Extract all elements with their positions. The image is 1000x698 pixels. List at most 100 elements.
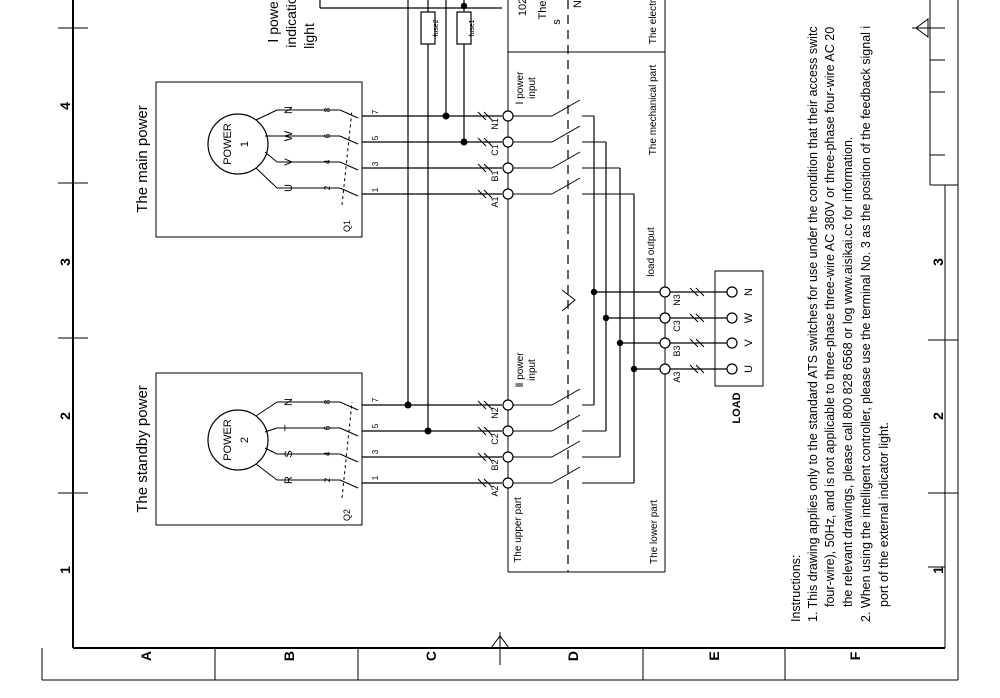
mechanism-arrow: [561, 289, 576, 312]
zone-letter: A: [138, 651, 154, 661]
indicator-light-circuit: Ⅰ powe indicatio light fuse2 fuse1: [265, 0, 502, 435]
standby-terminal-number: 7: [371, 397, 380, 402]
standby-power-motor: [207, 409, 269, 471]
terminal-label: N1: [490, 118, 500, 130]
standby-terminal-number: 4: [323, 451, 332, 456]
standby-terminal-number: 5: [371, 423, 380, 428]
upper-part-label: The upper part: [513, 497, 524, 563]
ats-switch-body: [507, 0, 666, 573]
indicator-label-line: Ⅰ powe: [265, 1, 281, 43]
main-power-block: The main power POWER 1 U V W N 2 4 6 8 Q…: [134, 81, 380, 238]
terminal-label: A3: [672, 371, 682, 382]
zone-digit: 2: [57, 412, 73, 420]
instructions-block: Instructions: 1. This drawing applies on…: [789, 26, 891, 622]
instruction-line: four-wire), 50Hz, and is not applicable …: [823, 27, 837, 607]
main-power-feed-wires: [362, 115, 502, 195]
fuse1-label: fuse1: [469, 19, 476, 36]
drawing-frame: [41, 0, 959, 681]
terminal-label: A2: [490, 485, 500, 496]
main-terminal-number: 8: [323, 107, 332, 112]
standby-terminal-number: 2: [323, 477, 332, 482]
instructions-heading: Instructions:: [789, 555, 803, 622]
fragment-text: s: [551, 19, 563, 25]
ats-labels: Ⅰ power input Ⅱ power input load output …: [513, 0, 660, 564]
main-terminal-number: 1: [371, 187, 380, 192]
zone-letter: F: [847, 651, 863, 660]
frame-top-digits: 4 3 2 1: [57, 102, 73, 574]
ats-top-fragment: 102 The s N: [517, 0, 584, 25]
terminal-label: B1: [490, 170, 500, 181]
fuse1-symbol: [456, 11, 472, 45]
indicator-label-line: indicatio: [283, 0, 299, 48]
zone-digit: 4: [57, 102, 73, 110]
frame-right-digits: 3 2 1: [930, 258, 946, 574]
power1-input-label: Ⅰ power: [515, 71, 526, 105]
ats-output-terminals: A3 B3 C3 N3: [659, 286, 682, 383]
standby-terminal-number: 1: [371, 475, 380, 480]
terminal-label: N3: [672, 294, 682, 306]
zone-letter: E: [706, 651, 722, 660]
main-motor-number: 1: [239, 141, 251, 147]
instruction-line: the relevant drawings, please call 800 8…: [841, 137, 855, 607]
terminal-label: N2: [490, 407, 500, 419]
main-terminal-number: 6: [323, 133, 332, 138]
standby-motor-number: 2: [239, 437, 251, 443]
ats-switch-contacts-2: [513, 388, 634, 484]
standby-motor-label: POWER: [222, 419, 234, 461]
zone-digit: 1: [930, 566, 946, 574]
main-power-motor: [207, 113, 269, 175]
indicator-label-line: light: [301, 23, 317, 49]
fuse2-label: fuse2: [433, 19, 440, 36]
fragment-text: N: [572, 0, 584, 8]
terminal-label: B3: [672, 345, 682, 356]
ats-switch-contacts-1: [513, 99, 634, 195]
standby-breaker-label: Q2: [342, 509, 352, 521]
wire-break-marks: [477, 111, 493, 488]
terminal-label: A1: [490, 196, 500, 207]
load-output-label: load output: [646, 227, 657, 277]
main-power-title: The main power: [134, 105, 151, 213]
frame-bottom-letters: A B C D E F: [138, 651, 863, 661]
standby-power-title: The standby power: [134, 385, 151, 513]
fragment-text: 102: [517, 0, 529, 16]
ats-input-terminals-1: A1 B1 C1 N1: [490, 110, 514, 208]
power2-input-label: Ⅱ power: [515, 352, 526, 388]
main-terminal-number: 2: [323, 185, 332, 190]
ats-output-bus: [561, 116, 660, 483]
zone-digit: 2: [930, 412, 946, 420]
terminal-label: B2: [490, 459, 500, 470]
load-phase-label: N: [743, 288, 755, 296]
terminal-label: C3: [672, 320, 682, 332]
zone-digit: 3: [57, 258, 73, 266]
main-terminal-number: 7: [371, 109, 380, 114]
load-title: LOAD: [731, 392, 743, 423]
load-phase-label: U: [743, 365, 755, 373]
zone-digit: 1: [57, 566, 73, 574]
main-terminal-number: 5: [371, 135, 380, 140]
main-terminal-number: 4: [323, 159, 332, 164]
instruction-line: 1. This drawing applies only to the stan…: [806, 26, 820, 622]
center-mark-right: [912, 18, 945, 38]
standby-power-block: The standby power POWER 2 R S T N 2 4 6 …: [134, 372, 380, 526]
terminal-label: C1: [490, 144, 500, 156]
fuse2-symbol: [420, 11, 436, 45]
main-motor-label: POWER: [222, 123, 234, 165]
instruction-line: port of the external indicator light.: [877, 422, 891, 607]
standby-power-feed-wires: [362, 404, 502, 484]
fragment-text: The: [537, 1, 549, 20]
zone-letter: D: [565, 651, 581, 661]
zone-letter: C: [423, 651, 439, 661]
zone-letter: B: [281, 651, 297, 661]
main-breaker-label: Q1: [342, 220, 352, 232]
instruction-line: 2. When using the intelligent controller…: [859, 26, 873, 622]
load-block: U V W N LOAD: [670, 270, 764, 424]
mechanical-part-label: The mechanical part: [648, 64, 659, 155]
load-phase-label: W: [743, 312, 755, 323]
ats-input-terminals-2: A2 B2 C2 N2: [490, 399, 514, 497]
standby-terminal-number: 8: [323, 399, 332, 404]
power2-input-label: input: [527, 359, 538, 381]
zone-digit: 3: [930, 258, 946, 266]
main-terminal-number: 3: [371, 161, 380, 166]
terminal-label: C2: [490, 433, 500, 445]
